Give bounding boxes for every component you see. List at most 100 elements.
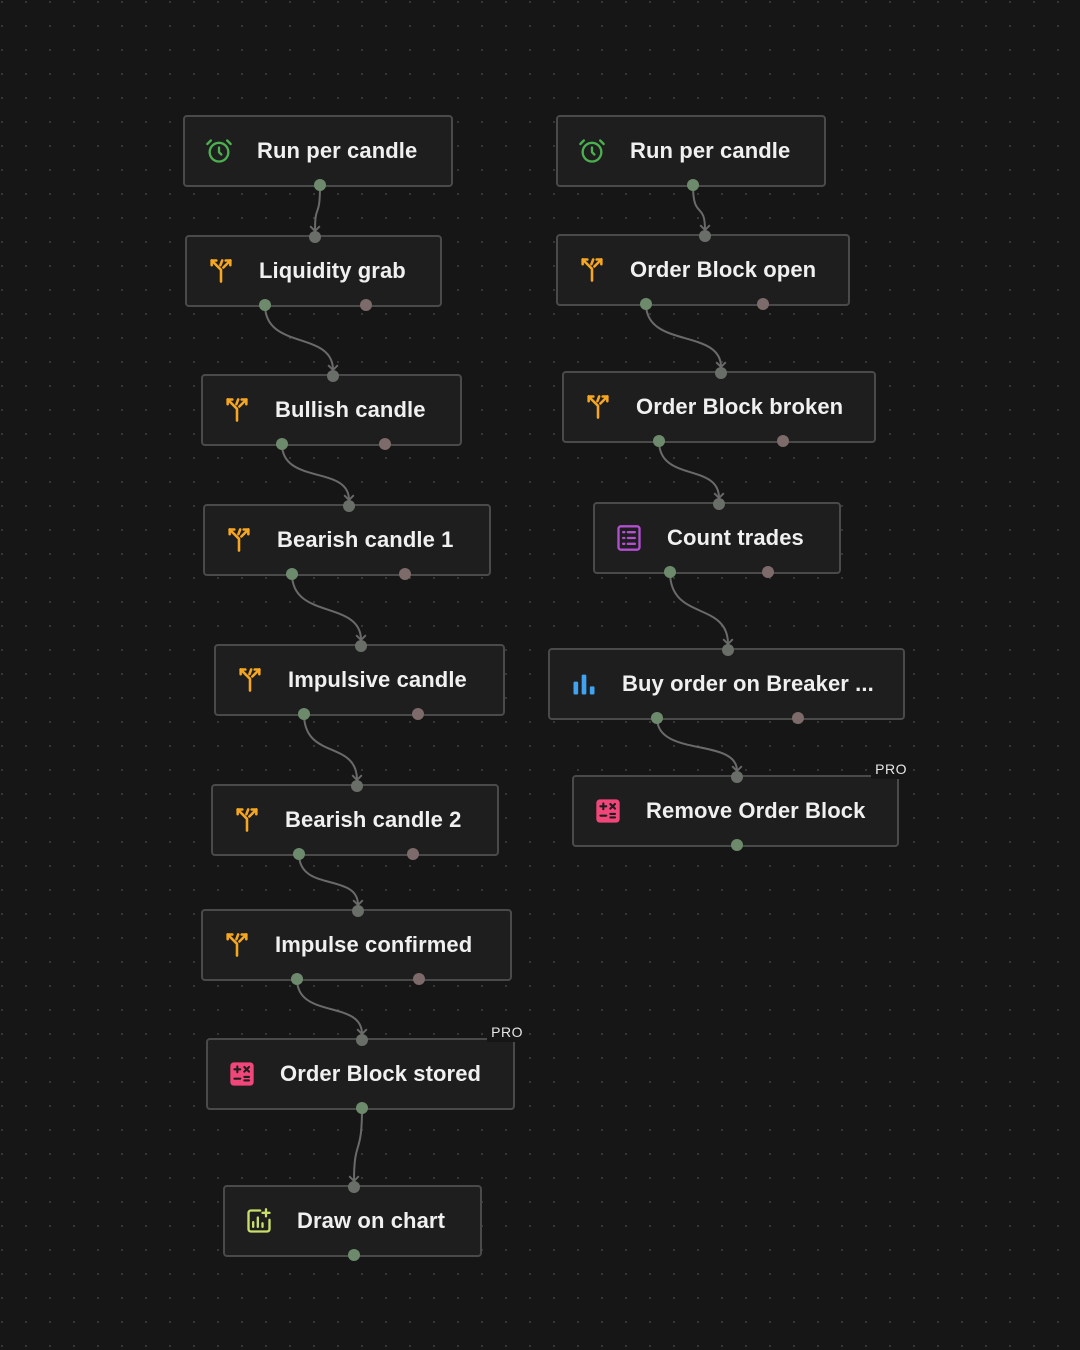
output-port[interactable] <box>356 1102 368 1114</box>
input-port[interactable] <box>699 230 711 242</box>
branch-split-icon <box>578 256 606 284</box>
node-label: Run per candle <box>257 138 418 163</box>
node-run-per-candle-right[interactable]: Run per candle <box>556 115 826 191</box>
true-output-port[interactable] <box>276 438 288 450</box>
false-output-port[interactable] <box>399 568 411 580</box>
connection-edge[interactable] <box>281 443 355 502</box>
node-count-trades[interactable]: Count trades <box>593 498 841 578</box>
branch-split-icon <box>207 257 235 285</box>
input-port[interactable] <box>327 370 339 382</box>
node-label: Order Block open <box>630 257 817 282</box>
branch-split-icon <box>584 393 612 421</box>
connection-edge[interactable] <box>309 184 321 233</box>
node-label: Draw on chart <box>297 1208 445 1233</box>
false-output-port[interactable] <box>412 708 424 720</box>
pro-badge: PRO <box>871 759 911 779</box>
connection-edge[interactable] <box>303 713 363 782</box>
node-label: Order Block broken <box>636 394 844 419</box>
false-output-port[interactable] <box>777 435 789 447</box>
connection-edge[interactable] <box>291 573 367 642</box>
output-port[interactable] <box>687 179 699 191</box>
bar-chart-icon <box>570 670 598 698</box>
node-label: Bearish candle 1 <box>277 527 454 552</box>
true-output-port[interactable] <box>664 566 676 578</box>
true-output-port[interactable] <box>298 708 310 720</box>
false-output-port[interactable] <box>757 298 769 310</box>
node-remove-order-block[interactable]: Remove Order Block PRO <box>572 759 911 851</box>
true-output-port[interactable] <box>259 299 271 311</box>
true-output-port[interactable] <box>651 712 663 724</box>
input-port[interactable] <box>343 500 355 512</box>
input-port[interactable] <box>731 771 743 783</box>
node-impulsive-candle[interactable]: Impulsive candle <box>214 640 505 720</box>
output-port[interactable] <box>314 179 326 191</box>
output-port[interactable] <box>348 1249 360 1261</box>
node-label: Impulsive candle <box>288 667 467 692</box>
branch-split-icon <box>236 666 264 694</box>
alarm-clock-icon <box>578 137 606 165</box>
node-liquidity-grab[interactable]: Liquidity grab <box>185 231 442 311</box>
node-label: Bearish candle 2 <box>285 807 462 832</box>
connection-edge[interactable] <box>645 303 727 369</box>
node-label: Liquidity grab <box>259 258 406 283</box>
input-port[interactable] <box>722 644 734 656</box>
false-output-port[interactable] <box>379 438 391 450</box>
input-port[interactable] <box>309 231 321 243</box>
true-output-port[interactable] <box>653 435 665 447</box>
input-port[interactable] <box>348 1181 360 1193</box>
input-port[interactable] <box>351 780 363 792</box>
branch-split-icon <box>223 931 251 959</box>
calculator-icon <box>228 1060 256 1088</box>
true-output-port[interactable] <box>293 848 305 860</box>
input-port[interactable] <box>356 1034 368 1046</box>
list-icon <box>615 524 643 552</box>
output-port[interactable] <box>731 839 743 851</box>
alarm-clock-icon <box>205 137 233 165</box>
node-order-block-open[interactable]: Order Block open <box>556 230 850 310</box>
false-output-port[interactable] <box>407 848 419 860</box>
false-output-port[interactable] <box>792 712 804 724</box>
connection-edge[interactable] <box>658 440 725 500</box>
false-output-port[interactable] <box>762 566 774 578</box>
connection-edge[interactable] <box>669 571 734 646</box>
node-label: Bullish candle <box>275 397 426 422</box>
node-label: Count trades <box>667 525 804 550</box>
true-output-port[interactable] <box>286 568 298 580</box>
pro-badge: PRO <box>487 1022 527 1042</box>
node-label: Buy order on Breaker ... <box>622 671 874 696</box>
node-order-block-broken[interactable]: Order Block broken <box>562 367 876 447</box>
input-port[interactable] <box>713 498 725 510</box>
false-output-port[interactable] <box>360 299 372 311</box>
connection-edge[interactable] <box>348 1107 363 1183</box>
connection-edge[interactable] <box>692 184 711 232</box>
node-bearish-candle-1[interactable]: Bearish candle 1 <box>203 500 491 580</box>
branch-split-icon <box>223 396 251 424</box>
calculator-icon <box>594 797 622 825</box>
node-impulse-confirmed[interactable]: Impulse confirmed <box>201 905 512 985</box>
node-label: Order Block stored <box>280 1061 482 1086</box>
node-bearish-candle-2[interactable]: Bearish candle 2 <box>211 780 499 860</box>
true-output-port[interactable] <box>291 973 303 985</box>
input-port[interactable] <box>352 905 364 917</box>
node-buy-order[interactable]: Buy order on Breaker ... <box>548 644 905 724</box>
node-draw-on-chart[interactable]: Draw on chart <box>223 1181 482 1261</box>
input-port[interactable] <box>355 640 367 652</box>
node-run-per-candle-left[interactable]: Run per candle <box>183 115 453 191</box>
branch-split-icon <box>233 806 261 834</box>
node-order-block-stored[interactable]: Order Block stored PRO <box>206 1022 527 1114</box>
connection-edge[interactable] <box>298 853 364 907</box>
branch-split-icon <box>225 526 253 554</box>
input-port[interactable] <box>715 367 727 379</box>
node-label: Run per candle <box>630 138 791 163</box>
node-label: Impulse confirmed <box>275 932 473 957</box>
false-output-port[interactable] <box>413 973 425 985</box>
node-bullish-candle[interactable]: Bullish candle <box>201 370 462 450</box>
connection-edge[interactable] <box>296 978 368 1036</box>
chart-add-icon <box>245 1207 273 1235</box>
true-output-port[interactable] <box>640 298 652 310</box>
connection-edge[interactable] <box>264 304 339 372</box>
node-label: Remove Order Block <box>646 798 866 823</box>
connection-edge[interactable] <box>656 717 743 773</box>
